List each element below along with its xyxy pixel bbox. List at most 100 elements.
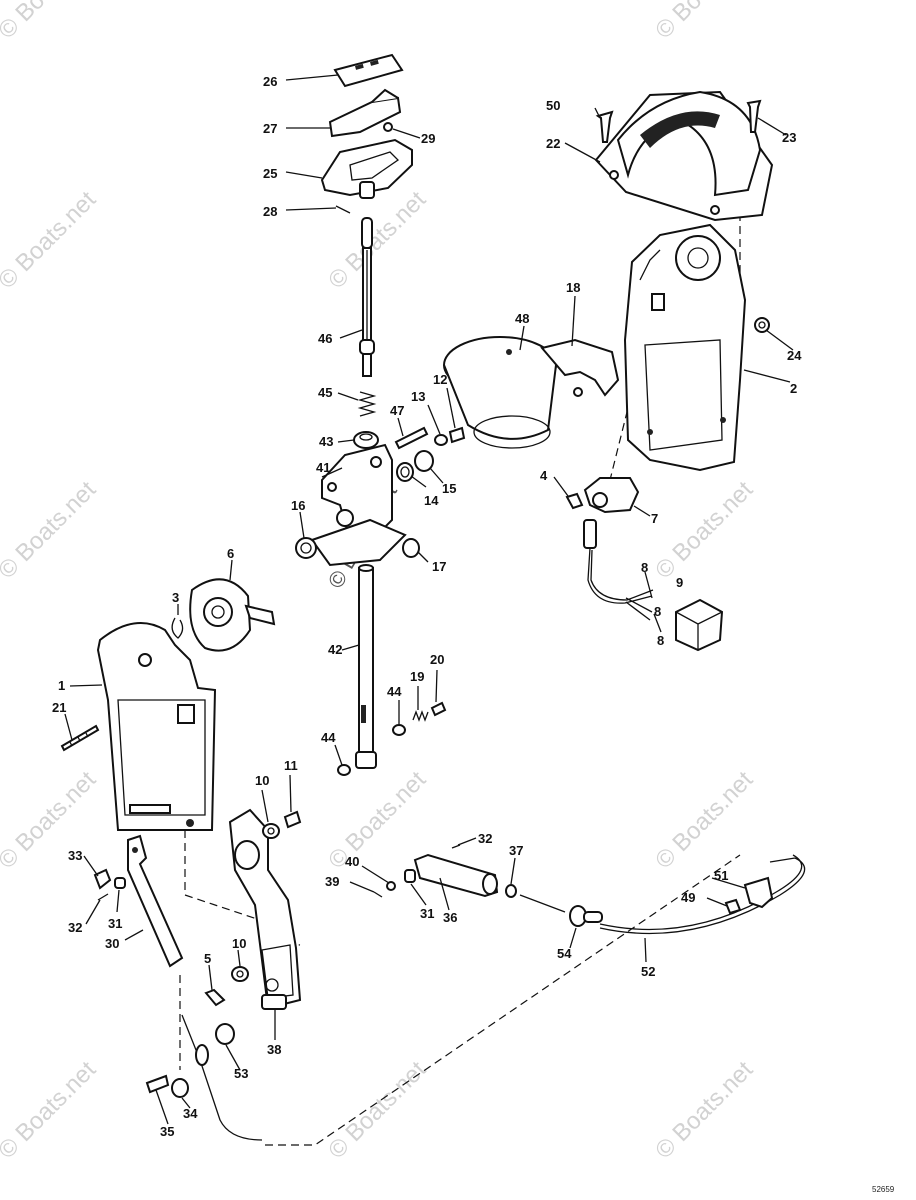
watermark: © Boats.net — [650, 766, 758, 874]
bushing-34 — [171, 1078, 189, 1098]
nut-24 — [754, 317, 770, 333]
part-label: 16 — [291, 498, 305, 513]
part-label: 50 — [546, 98, 560, 113]
watermark: © Boats.net — [650, 1056, 758, 1164]
part-label: 14 — [424, 493, 439, 508]
part-label: 31 — [108, 916, 122, 931]
spring-clip-3 — [171, 617, 184, 639]
drawing-code: 52659 — [872, 1185, 895, 1194]
throttle-handle-30 — [127, 834, 184, 968]
washer-10-upper — [262, 823, 280, 839]
part-label: 33 — [68, 848, 82, 863]
watermark: © Boats.net — [323, 1056, 431, 1164]
part-label: 37 — [509, 843, 523, 858]
part-label: 39 — [325, 874, 339, 889]
anchor-bracket-51 — [743, 876, 774, 909]
washer-44-upper — [392, 724, 406, 736]
part-label: 48 — [515, 311, 529, 326]
pin-39 — [373, 891, 383, 898]
nut-16 — [295, 537, 317, 559]
screw-33 — [93, 868, 112, 890]
washer-14 — [396, 462, 414, 482]
control-housing-2 — [623, 223, 747, 472]
link-rod-36 — [413, 853, 499, 898]
part-label: 15 — [442, 481, 456, 496]
part-label: 27 — [263, 121, 277, 136]
screw-50 — [595, 110, 614, 143]
pin-32-right — [451, 844, 461, 849]
part-label: 32 — [478, 831, 492, 846]
part-label: 45 — [318, 385, 332, 400]
leader-lines — [64, 74, 794, 1125]
part-label: 38 — [267, 1042, 281, 1057]
spring-45 — [357, 391, 377, 417]
cam-plate-6 — [189, 578, 276, 652]
part-label: 7 — [651, 511, 658, 526]
watermark: © Boats.net — [0, 0, 101, 44]
handle-base-25 — [320, 138, 413, 199]
washer-40 — [386, 881, 396, 891]
screw-49 — [724, 898, 742, 915]
cable-nut-54 — [569, 905, 603, 927]
spring-19 — [412, 710, 429, 722]
part-label: 52 — [641, 964, 655, 979]
handle-cover-26 — [333, 53, 404, 88]
part-label: 21 — [52, 700, 66, 715]
washer-13 — [434, 434, 448, 446]
part-label: 8 — [657, 633, 664, 648]
watermark: © Boats.net — [650, 0, 758, 44]
pin-47 — [394, 426, 429, 450]
bushing-15 — [414, 450, 434, 472]
shift-rod-46 — [359, 217, 375, 377]
part-label: 12 — [433, 372, 447, 387]
part-label: 25 — [263, 166, 277, 181]
washer-37 — [505, 884, 517, 898]
pin-20 — [430, 701, 447, 717]
part-label: 20 — [430, 652, 444, 667]
part-label: 44 — [321, 730, 336, 745]
watermark: © Boats.net — [650, 476, 758, 584]
part-label: 26 — [263, 74, 277, 89]
part-label: 40 — [345, 854, 359, 869]
part-label: 9 — [676, 575, 683, 590]
part-label: 32 — [68, 920, 82, 935]
part-label: 18 — [566, 280, 580, 295]
part-label: 8 — [654, 604, 661, 619]
bushing-31-left — [114, 877, 126, 889]
throttle-cable-end — [181, 1014, 263, 1141]
pin-32-left — [97, 893, 109, 901]
connector-9 — [675, 598, 724, 652]
part-label: 17 — [432, 559, 446, 574]
bushing-53 — [215, 1023, 235, 1045]
watermark: © Boats.net — [0, 1056, 101, 1164]
screw-12 — [448, 426, 466, 444]
part-label: 54 — [557, 946, 572, 961]
part-label: 29 — [421, 131, 435, 146]
shaft-42 — [355, 564, 377, 769]
part-label: 28 — [263, 204, 277, 219]
part-label: 53 — [234, 1066, 248, 1081]
part-label: 30 — [105, 936, 119, 951]
screw-5 — [204, 988, 226, 1007]
handle-insert-27 — [328, 88, 402, 138]
screw-4 — [565, 492, 584, 510]
watermark: © Boats.net — [0, 476, 101, 584]
watermark: © Boats.net — [0, 186, 101, 294]
wire-harness-8 — [587, 547, 654, 621]
part-label: 4 — [540, 468, 548, 483]
part-label: 6 — [227, 546, 234, 561]
control-plate-1 — [96, 622, 217, 831]
part-label: 11 — [284, 758, 298, 773]
part-label: 22 — [546, 136, 560, 151]
screw-11 — [283, 810, 302, 829]
watermark: © Boats.net — [323, 186, 431, 294]
watermark: © Boats.net — [323, 766, 431, 874]
part-label: 44 — [387, 684, 402, 699]
part-label: 10 — [255, 773, 269, 788]
part-label: 8 — [641, 560, 648, 575]
screw-29 — [383, 122, 393, 132]
part-label: 49 — [681, 890, 695, 905]
part-label: 24 — [787, 348, 802, 363]
part-label: 31 — [420, 906, 434, 921]
part-label: 36 — [443, 910, 457, 925]
